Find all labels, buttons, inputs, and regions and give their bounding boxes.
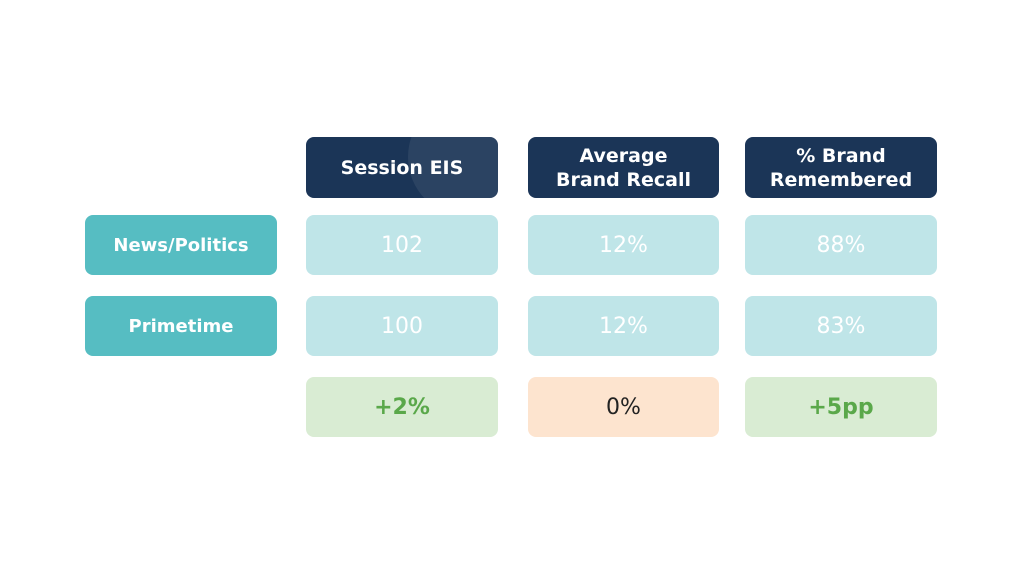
value-text: 12% xyxy=(599,313,648,339)
value-text: 102 xyxy=(381,232,423,258)
value-cell: 12% xyxy=(528,296,719,356)
value-cell: 88% xyxy=(745,215,937,275)
header-label: Session EIS xyxy=(340,156,464,179)
row-label-news-politics: News/Politics xyxy=(85,215,277,275)
value-cell: 12% xyxy=(528,215,719,275)
header-average-brand-recall: Average Brand Recall xyxy=(528,137,719,198)
decorative-blob xyxy=(408,137,498,198)
header-session-eis: Session EIS xyxy=(306,137,498,198)
header-label: % Brand Remembered xyxy=(769,144,913,191)
difference-cell-session-eis: +2% xyxy=(306,377,498,437)
value-cell: 83% xyxy=(745,296,937,356)
header-label: Average Brand Recall xyxy=(555,144,692,191)
value-text: 12% xyxy=(599,232,648,258)
row-label-text: Primetime xyxy=(128,315,234,337)
difference-text: +2% xyxy=(374,394,430,420)
header-brand-remembered: % Brand Remembered xyxy=(745,137,937,198)
value-text: 88% xyxy=(816,232,866,258)
value-text: 100 xyxy=(381,313,423,339)
row-label-primetime: Primetime xyxy=(85,296,277,356)
difference-cell-brand-recall: 0% xyxy=(528,377,719,437)
value-cell: 100 xyxy=(306,296,498,356)
difference-text: +5pp xyxy=(808,394,874,420)
difference-text: 0% xyxy=(606,394,641,420)
value-text: 83% xyxy=(816,313,866,339)
row-label-text: News/Politics xyxy=(113,234,249,256)
difference-cell-brand-remembered: +5pp xyxy=(745,377,937,437)
value-cell: 102 xyxy=(306,215,498,275)
